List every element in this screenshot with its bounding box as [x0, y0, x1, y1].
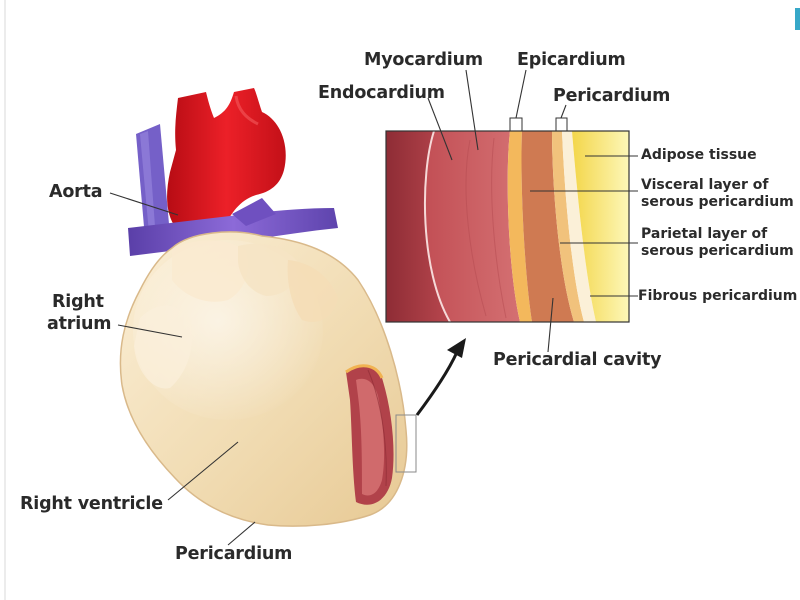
label-right-ventricle: Right ventricle	[20, 494, 163, 514]
label-fibrous-pericardium: Fibrous pericardium	[638, 288, 798, 304]
label-pericardium-top: Pericardium	[553, 86, 671, 106]
label-myocardium: Myocardium	[364, 50, 483, 70]
wall-inset	[386, 131, 629, 322]
label-pericardium-bottom: Pericardium	[175, 544, 293, 564]
label-epicardium: Epicardium	[517, 50, 626, 70]
leader-lines	[109, 69, 638, 546]
label-endocardium: Endocardium	[318, 83, 445, 103]
zoom-arrow	[415, 351, 459, 416]
label-parietal-line1: Parietal layer of	[641, 226, 768, 242]
label-visceral-line1: Visceral layer of	[641, 177, 769, 193]
label-right-atrium-line2: atrium	[47, 314, 112, 334]
label-adipose-tissue: Adipose tissue	[641, 147, 757, 163]
label-pericardial-cavity: Pericardial cavity	[493, 350, 662, 370]
label-right-atrium-line1: Right	[52, 292, 104, 312]
label-visceral-line2: serous pericardium	[641, 194, 794, 210]
label-aorta: Aorta	[49, 182, 103, 202]
label-parietal-line2: serous pericardium	[641, 243, 794, 259]
heart-illustration	[119, 88, 417, 527]
inset-frame	[385, 130, 630, 323]
edge-marker	[795, 8, 800, 30]
zoom-source-box	[395, 414, 417, 473]
